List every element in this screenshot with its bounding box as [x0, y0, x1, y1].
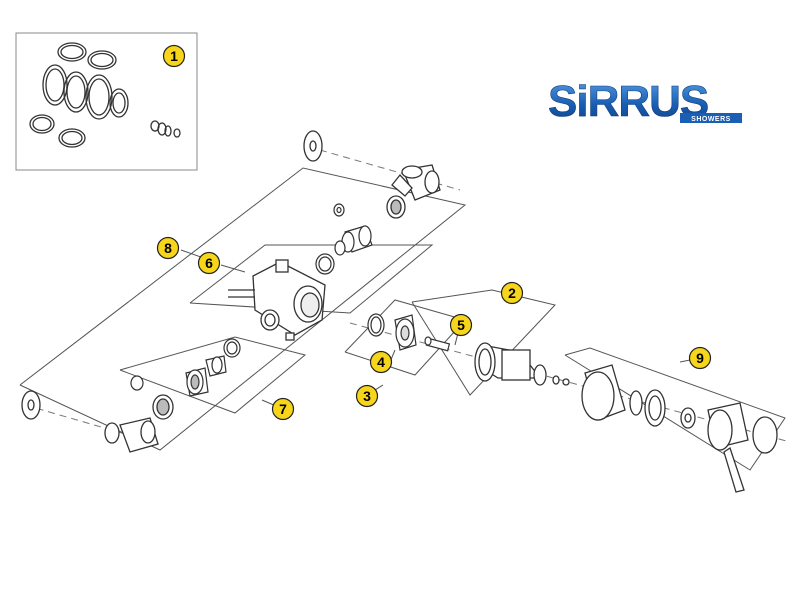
seal-kit-inset: [15, 32, 198, 171]
check-valve-bottom: [130, 338, 241, 397]
callout-9: 9: [688, 346, 712, 370]
callout-1: 1: [162, 44, 186, 68]
callout-5-label: 5: [457, 317, 465, 333]
callout-2: 2: [500, 281, 524, 305]
washer-bottom: [21, 390, 41, 420]
inlet-elbow-bottom: [104, 394, 174, 453]
brand-logo: SiRRUS SHOWERS: [548, 77, 742, 126]
inlet-elbow-top: [386, 164, 441, 219]
handle-assembly: [581, 364, 778, 493]
check-valve-top: [315, 203, 373, 275]
callout-6-label: 6: [205, 255, 213, 271]
thermostatic-cartridge: [474, 342, 570, 386]
brand-name: SiRRUS: [548, 77, 708, 126]
spline-adapter: [367, 313, 417, 351]
callout-3-label: 3: [363, 388, 371, 404]
callout-4-label: 4: [377, 354, 385, 370]
callout-5: 5: [449, 313, 473, 337]
callout-6: 6: [197, 251, 221, 275]
callout-2-label: 2: [508, 285, 516, 301]
callout-3: 3: [355, 384, 379, 408]
callout-badges: 1 2 3 4 5 6 7 8: [156, 44, 712, 421]
valve-body: [228, 259, 326, 341]
callout-7: 7: [271, 397, 295, 421]
spindle: [424, 336, 451, 352]
callout-7-label: 7: [279, 401, 287, 417]
callout-8: 8: [156, 236, 180, 260]
callout-9-label: 9: [696, 350, 704, 366]
callout-1-label: 1: [170, 48, 178, 64]
callout-8-label: 8: [164, 240, 172, 256]
brand-tagline: SHOWERS: [691, 116, 731, 123]
callout-4: 4: [369, 350, 393, 374]
washer-top: [303, 130, 323, 162]
